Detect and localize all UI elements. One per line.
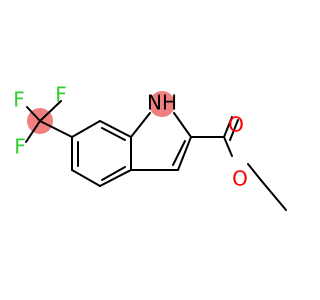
carbonyl-oxygen-label: O bbox=[228, 113, 244, 137]
bond-cf3-f1 bbox=[39, 100, 62, 122]
fluorine-label-3: F bbox=[14, 135, 26, 159]
nh-label: NH bbox=[147, 91, 177, 115]
fluorine-label-1: F bbox=[55, 83, 67, 107]
bond-carbonyl-double-1 bbox=[223, 116, 233, 138]
pyrrole-bond-n2 bbox=[173, 112, 192, 138]
benzene-double-2 bbox=[101, 166, 126, 181]
molecule-structure: F F F NH O O bbox=[13, 83, 287, 211]
benzene-bond-5 bbox=[99, 120, 132, 138]
benzene-double-3 bbox=[101, 127, 126, 141]
pyrrole-bond-c2c3 bbox=[177, 136, 192, 171]
nh-highlight bbox=[149, 91, 175, 117]
benzene-bond-2 bbox=[71, 169, 101, 187]
bond-cf3-f3 bbox=[25, 120, 41, 143]
pyrrole-bond-n1 bbox=[130, 112, 151, 138]
bond-cf3-ring bbox=[39, 120, 73, 138]
pyrrole-double-c2c3 bbox=[172, 140, 186, 166]
fluorine-label-2: F bbox=[13, 88, 25, 112]
bond-ch2-ch3 bbox=[259, 178, 287, 211]
benzene-bond-3 bbox=[99, 169, 132, 187]
molecule-canvas: F F F NH O O bbox=[13, 82, 287, 211]
bond-cf3-f2 bbox=[26, 106, 41, 122]
benzene-bond-6 bbox=[71, 120, 101, 138]
ester-oxygen-label: O bbox=[232, 167, 248, 191]
bond-c-o-ester bbox=[223, 136, 233, 157]
bond-o-ch2 bbox=[247, 163, 261, 180]
bond-carbonyl-double-2 bbox=[229, 119, 239, 141]
